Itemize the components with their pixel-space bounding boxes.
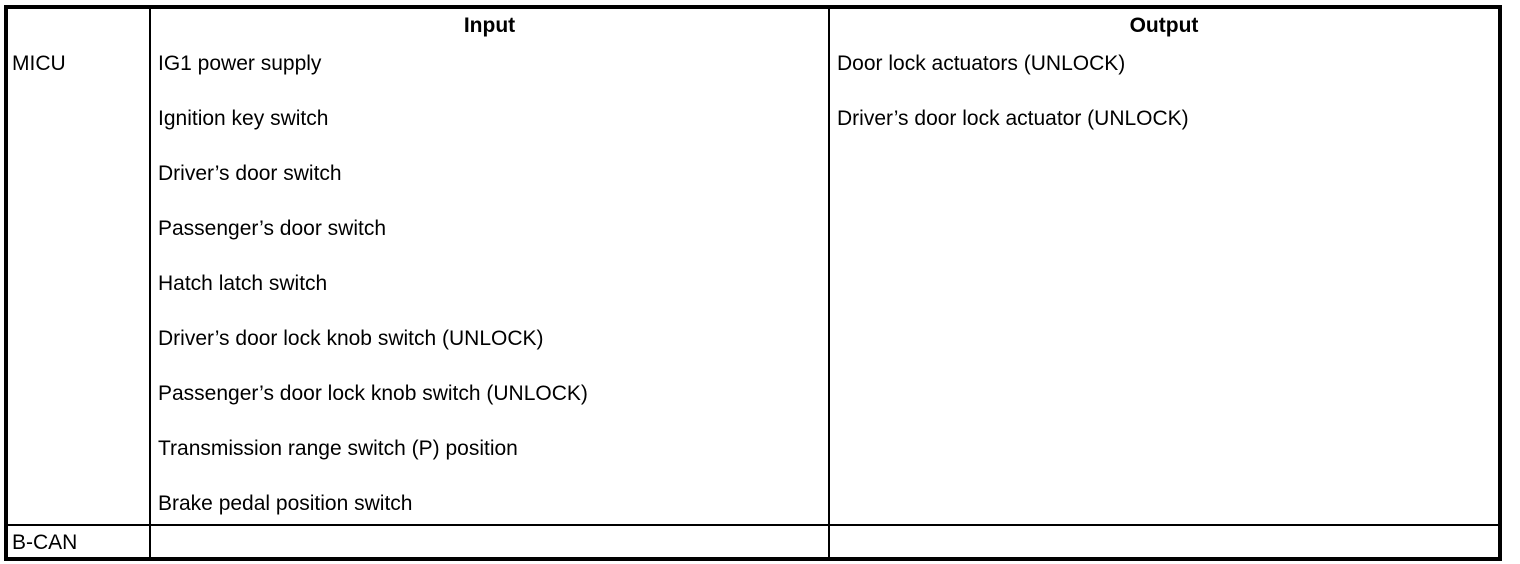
output-list-item: Door lock actuators (UNLOCK) <box>837 52 1126 75</box>
table-row-micu: MICU IG1 power supply Ignition key switc… <box>6 42 1500 526</box>
input-list-item: Ignition key switch <box>158 107 329 130</box>
input-list-item: Hatch latch switch <box>158 272 328 295</box>
output-list-item: Driver’s door lock actuator (UNLOCK) <box>837 107 1189 130</box>
cell-output-bcan <box>829 525 1500 559</box>
table-header-row: Input Output <box>6 7 1500 42</box>
column-header-output: Output <box>829 7 1500 42</box>
input-output-table: Input Output MICU IG1 power supply Ignit… <box>4 5 1502 561</box>
system-label-micu: MICU <box>12 52 66 75</box>
input-item-list: IG1 power supply Ignition key switch Dri… <box>158 53 828 515</box>
column-header-system <box>6 7 151 42</box>
table-body: MICU IG1 power supply Ignition key switc… <box>6 42 1500 559</box>
cell-output-micu: Door lock actuators (UNLOCK) Driver’s do… <box>829 42 1500 526</box>
output-item-list: Door lock actuators (UNLOCK) Driver’s do… <box>837 53 1498 130</box>
table-header: Input Output <box>6 7 1500 42</box>
cell-system-bcan: B-CAN <box>6 525 151 559</box>
input-list-item: Driver’s door switch <box>158 162 342 185</box>
table-row-bcan: B-CAN <box>6 525 1500 559</box>
system-label-bcan: B-CAN <box>12 531 78 554</box>
input-list-item: Driver’s door lock knob switch (UNLOCK) <box>158 327 544 350</box>
cell-input-bcan <box>150 525 830 559</box>
column-header-input: Input <box>150 7 830 42</box>
input-list-item: Brake pedal position switch <box>158 492 413 515</box>
input-list-item: Passenger’s door lock knob switch (UNLOC… <box>158 382 588 405</box>
input-list-item: Transmission range switch (P) position <box>158 437 518 460</box>
empty-output-cell <box>830 526 1498 557</box>
cell-input-micu: IG1 power supply Ignition key switch Dri… <box>150 42 830 526</box>
input-list-item: Passenger’s door switch <box>158 217 387 240</box>
input-list-item: IG1 power supply <box>158 52 322 75</box>
cell-system-micu: MICU <box>6 42 151 526</box>
empty-input-cell <box>151 526 828 557</box>
